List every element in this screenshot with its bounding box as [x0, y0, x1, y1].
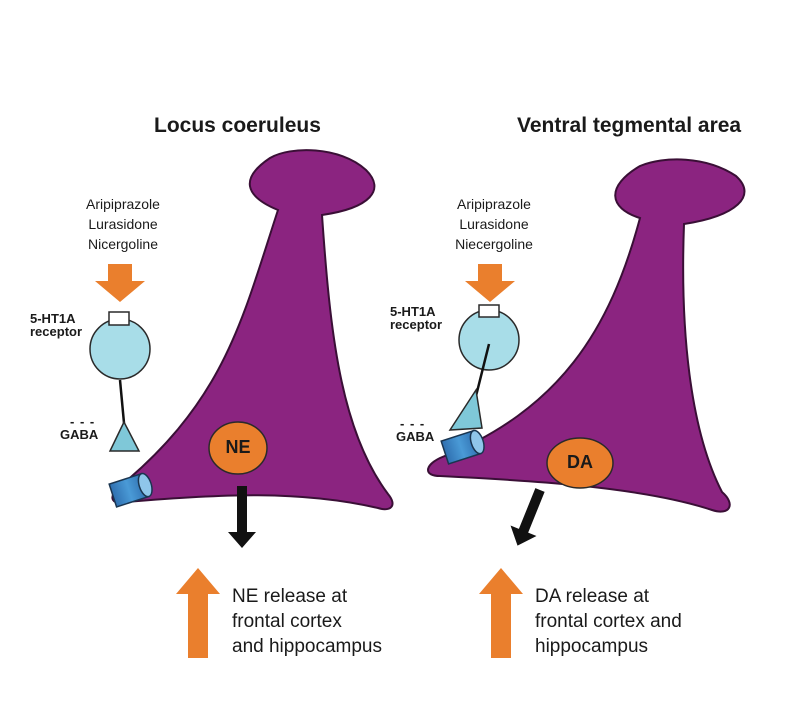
release-text-line: frontal cortex — [232, 611, 342, 632]
receptor-binding-site-right — [478, 304, 500, 318]
panel-left — [89, 149, 394, 658]
gaba-label-left: GABA — [60, 427, 99, 442]
drug-name: Lurasidone — [459, 216, 529, 232]
axon-receptor-to-interneuron-left — [118, 379, 126, 424]
panel-title-left: Locus coeruleus — [154, 114, 321, 137]
receptor-label-left: 5-HT1A receptor — [30, 312, 82, 338]
receptor-label-right: 5-HT1A receptor — [390, 305, 442, 331]
neuron-ventral-tegmental-area — [427, 158, 746, 513]
receptor-label-line: 5-HT1A — [30, 311, 76, 326]
release-text-right: DA release at frontal cortex and hippoca… — [535, 584, 755, 659]
nucleus-ne — [208, 421, 268, 475]
release-text-line: DA release at — [535, 586, 650, 607]
receptor-binding-site-left — [108, 311, 130, 326]
receptor-label-line: 5-HT1A — [390, 304, 436, 319]
drug-arrow-left — [95, 264, 145, 302]
release-text-line: frontal cortex and — [535, 611, 682, 632]
drug-list-right: Aripiprazole Lurasidone Niecergoline — [424, 194, 564, 254]
drug-arrow-right — [465, 264, 515, 302]
drug-name: Aripiprazole — [86, 196, 160, 212]
drug-name: Aripiprazole — [457, 196, 531, 212]
inhibition-mark-left: - - - — [70, 414, 96, 429]
release-text-left: NE release at frontal cortex and hippoca… — [232, 584, 452, 659]
drug-list-left: Aripiprazole Lurasidone Nicergoline — [53, 194, 193, 254]
drug-name: Lurasidone — [88, 216, 158, 232]
release-text-line: NE release at — [232, 586, 348, 607]
receptor-label-line: receptor — [390, 317, 443, 332]
receptor-label-line: receptor — [30, 324, 83, 339]
release-arrow-left — [228, 486, 256, 548]
axon-receptor-to-interneuron-right — [474, 343, 491, 397]
increase-arrow-left — [176, 568, 220, 658]
neuron-locus-coeruleus — [111, 149, 394, 511]
gaba-label-right: GABA — [396, 429, 435, 444]
panel-title-right: Ventral tegmental area — [517, 114, 742, 137]
release-text-line: hippocampus — [535, 636, 649, 657]
gaba-receptor-cylinder-left — [108, 472, 153, 508]
increase-arrow-right — [479, 568, 523, 658]
gaba-interneuron-left — [108, 420, 141, 452]
inhibition-mark-right: - - - — [400, 416, 426, 431]
receptor-5ht1a-right — [458, 309, 520, 371]
release-arrow-right — [510, 488, 545, 546]
drug-name: Niecergoline — [455, 236, 533, 252]
receptor-5ht1a-left — [89, 318, 151, 380]
nucleus-label-da: DA — [567, 452, 593, 472]
gaba-interneuron-right — [448, 387, 483, 431]
nucleus-label-ne: NE — [225, 437, 251, 457]
nucleus-da — [546, 437, 614, 489]
release-text-line: and hippocampus — [232, 636, 382, 657]
panel-right — [427, 158, 746, 658]
gaba-receptor-cylinder-right — [440, 429, 485, 465]
drug-name: Nicergoline — [87, 236, 159, 252]
